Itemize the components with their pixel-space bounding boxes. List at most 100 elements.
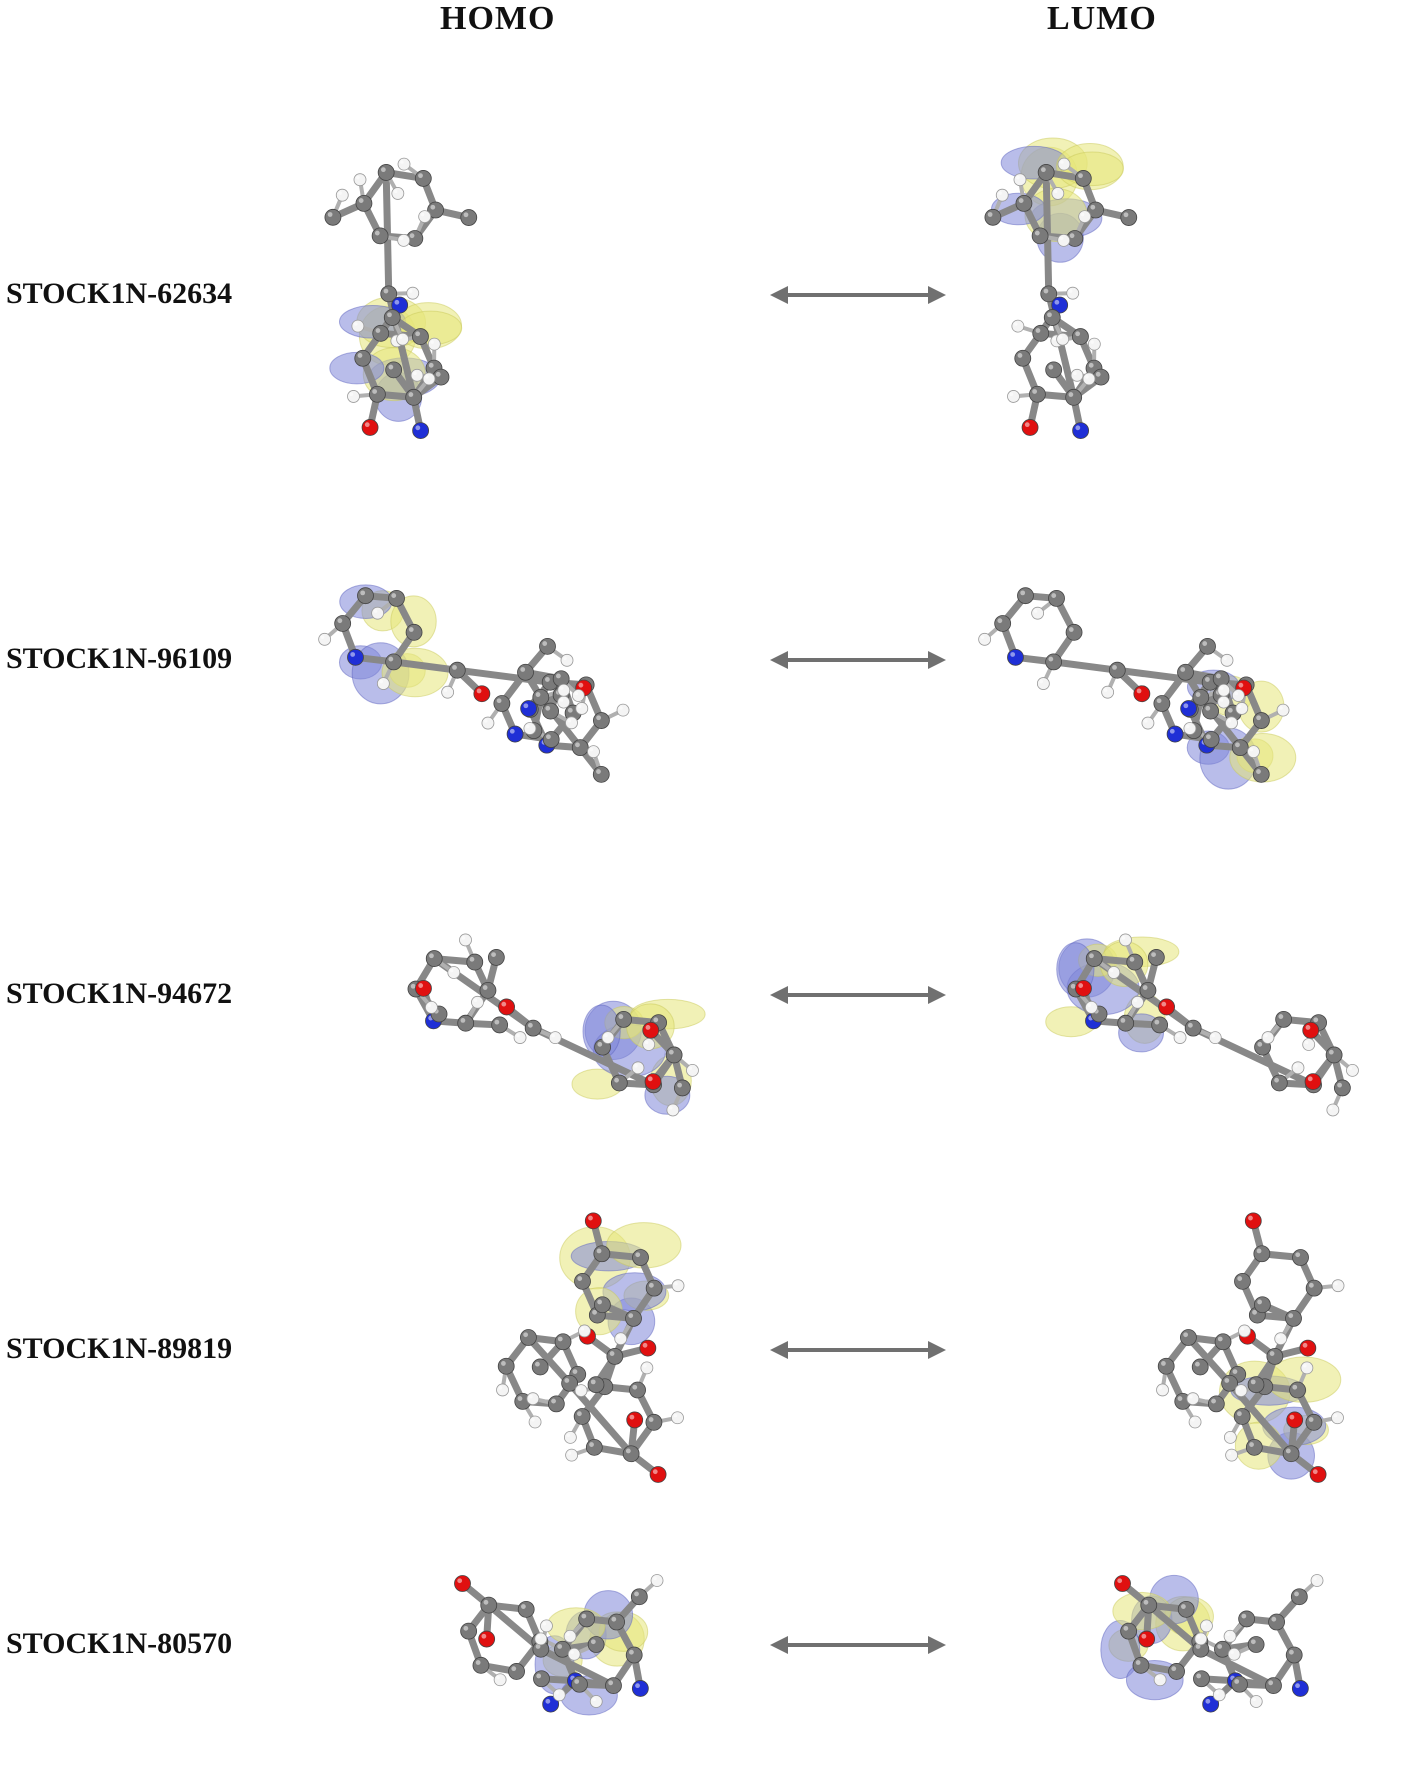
atom-highlight	[668, 1106, 673, 1110]
carbon-atom	[1333, 1079, 1351, 1097]
atom-highlight	[1183, 703, 1189, 709]
atom-highlight	[1234, 691, 1239, 696]
hydrogen-atom	[1194, 1632, 1208, 1646]
atom-highlight	[589, 1442, 594, 1447]
atom-highlight	[1120, 1017, 1126, 1023]
carbon-atom	[357, 587, 374, 605]
atom-highlight	[410, 983, 416, 989]
atom-highlight	[1078, 983, 1084, 988]
atom-highlight	[1073, 371, 1077, 375]
hydrogen-atom	[1173, 1031, 1187, 1044]
atom-highlight	[529, 1394, 533, 1399]
atom-highlight	[383, 288, 389, 294]
molecule-label: STOCK1N-62634	[6, 277, 233, 310]
atom-highlight	[1206, 734, 1211, 740]
atom-highlight	[1292, 1384, 1298, 1390]
atom-highlight	[1103, 688, 1108, 692]
atom-highlight	[1136, 688, 1142, 694]
hydrogen-atom	[560, 653, 574, 667]
atom-highlight	[399, 236, 404, 241]
atom-highlight	[481, 1633, 487, 1639]
hydrogen-atom	[1131, 995, 1144, 1009]
carbon-atom	[1285, 1309, 1302, 1327]
carbon-atom	[1253, 1296, 1271, 1314]
atom-highlight	[420, 212, 425, 217]
oxygen-atom	[1021, 419, 1039, 436]
hydrogen-atom	[418, 210, 432, 223]
atom-highlight	[1141, 1633, 1147, 1639]
carbon-atom	[466, 953, 484, 971]
hydrogen-atom	[391, 187, 405, 200]
atom-highlight	[1295, 1252, 1301, 1258]
carbon-atom	[1072, 328, 1089, 345]
atom-highlight	[1039, 679, 1044, 684]
arrow-head-right	[928, 651, 946, 669]
atom-highlight	[1227, 718, 1232, 723]
atom-highlight	[418, 173, 423, 179]
carbon-atom	[1305, 1413, 1323, 1431]
atom-highlight	[327, 212, 333, 217]
carbon-atom	[608, 1613, 625, 1631]
carbon-atom	[645, 1413, 663, 1431]
atom-highlight	[511, 1666, 517, 1672]
homo-structure	[290, 80, 710, 460]
hydrogen-atom	[1070, 368, 1084, 382]
oxygen-atom	[642, 1021, 660, 1039]
oxygen-atom	[1075, 979, 1092, 997]
orbital-lobes	[991, 137, 1124, 263]
hydrogen-atom	[565, 1448, 579, 1462]
atom-highlight	[457, 1578, 463, 1584]
oxygen-atom	[1304, 1073, 1322, 1091]
carbon-atom	[324, 208, 342, 226]
atom-highlight	[392, 337, 397, 341]
atom-highlight	[648, 1282, 654, 1288]
hydrogen-atom	[441, 685, 455, 699]
atom-highlight	[590, 1379, 596, 1385]
atom-highlight	[635, 1683, 640, 1689]
atom-highlight	[483, 1599, 489, 1605]
atom-highlight	[1089, 953, 1094, 959]
hydrogen-atom	[642, 1038, 656, 1051]
carbon-atom	[539, 637, 556, 655]
hydrogen-atom	[371, 606, 385, 620]
molecule-label: STOCK1N-96109	[6, 642, 233, 675]
atom-highlight	[1088, 362, 1094, 368]
atom-highlight	[1305, 1025, 1311, 1030]
atom-highlight	[1256, 1248, 1262, 1254]
oxygen-atom	[639, 1339, 657, 1357]
carbon-atom	[1120, 209, 1138, 226]
atom-highlight	[484, 719, 488, 723]
atom-highlight	[1191, 1418, 1195, 1422]
atom-highlight	[577, 704, 582, 709]
hydrogen-atom	[563, 1430, 577, 1444]
atom-highlight	[1237, 1386, 1241, 1391]
oxygen-atom	[1299, 1339, 1317, 1357]
hydrogen-atom	[589, 1695, 603, 1708]
carbon-atom	[1092, 368, 1110, 386]
atom-highlight	[430, 340, 435, 344]
atom-highlight	[551, 1398, 556, 1404]
carbon-atom	[585, 1438, 603, 1456]
hydrogen-atom	[1057, 157, 1071, 171]
atom-highlight	[1195, 692, 1201, 697]
atom-highlight	[635, 1252, 641, 1258]
bond	[453, 666, 554, 686]
hydrogen-atom	[406, 286, 420, 300]
nitrogen-atom	[347, 648, 364, 666]
hydrogen-atom	[587, 745, 600, 759]
atom-highlight	[1307, 1076, 1313, 1082]
atom-highlight	[475, 1660, 481, 1665]
carbon-atom	[405, 623, 423, 641]
carbon-atom	[1157, 1357, 1175, 1375]
carbon-atom	[517, 663, 534, 681]
carbon-atom	[1074, 170, 1092, 187]
carbon-atom	[448, 661, 466, 679]
carbon-atom	[1231, 739, 1249, 757]
hydrogen-atom	[1331, 1411, 1344, 1425]
hydrogen-atom	[578, 1324, 591, 1338]
atom-highlight	[652, 1469, 658, 1475]
atom-highlight	[320, 635, 325, 640]
atom-highlight	[449, 968, 454, 973]
atom-highlight	[570, 1650, 574, 1654]
atom-highlight	[1085, 374, 1089, 379]
